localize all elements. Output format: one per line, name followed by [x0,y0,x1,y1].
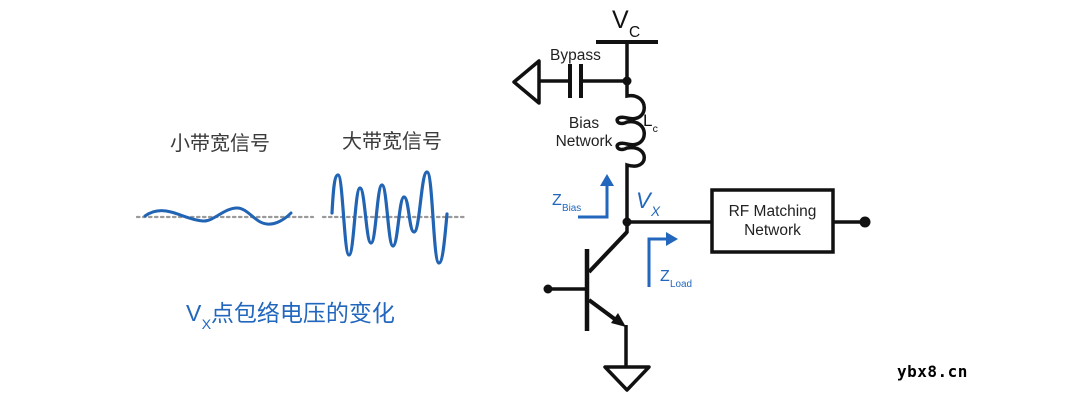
inductor-coil [615,81,646,222]
z-load-arrow-line [647,237,668,287]
z-bias-label: ZBias [552,192,581,213]
vc-sub: C [628,23,641,41]
caption-v: V [186,300,202,326]
vc-main: V [612,6,629,34]
bias-network-line1: Bias [568,115,600,132]
caption-text: 点包络电压的变化 [210,300,395,326]
small-bandwidth-wave [143,206,293,226]
z-bias-arrowhead [600,174,614,186]
bias-network-line2: Network [555,133,613,150]
lc-sub: c [652,123,658,136]
waveform-caption: VX点包络电压的变化 [186,300,395,332]
large-bandwidth-wave [330,170,449,265]
waveform-panel-art [135,170,467,265]
transistor-emitter-diagonal [587,298,618,322]
vx-node-label: VX [636,188,660,218]
bypass-label: Bypass [550,47,601,64]
caption-v-sub: X [201,317,212,334]
z-bias-arrow-line [578,184,609,219]
lc-label: Lc [643,111,658,135]
output-terminal-dot [859,216,871,228]
ground-left-triangle [512,59,541,105]
z-load-sub: Load [669,278,693,290]
z-load-label: ZLoad [660,268,692,289]
small-signal-label: 小带宽信号 [170,133,270,155]
vc-label: VC [612,6,640,40]
z-bias-main: Z [552,192,562,209]
z-load-main: Z [660,268,670,285]
site-watermark: ybx8.cn [897,362,968,381]
bias-network-label: Bias Network [543,115,625,151]
rf-matching-line1: RF Matching [728,203,817,220]
transistor-collector-diagonal [587,230,629,274]
z-load-arrowhead [666,232,678,246]
rf-matching-line2: Network [744,222,801,239]
circuit-art [512,40,871,392]
base-terminal-dot [543,284,553,294]
impedance-arrows [578,174,678,287]
large-signal-label: 大带宽信号 [342,131,442,153]
ground-bottom-triangle [603,365,651,392]
z-bias-sub: Bias [561,202,582,214]
lc-main: L [643,111,653,130]
vx-main: V [636,188,651,213]
rf-matching-label: RF Matching Network [712,202,833,240]
vx-sub: X [650,203,661,219]
transistor-emitter-arrowhead [611,313,626,327]
